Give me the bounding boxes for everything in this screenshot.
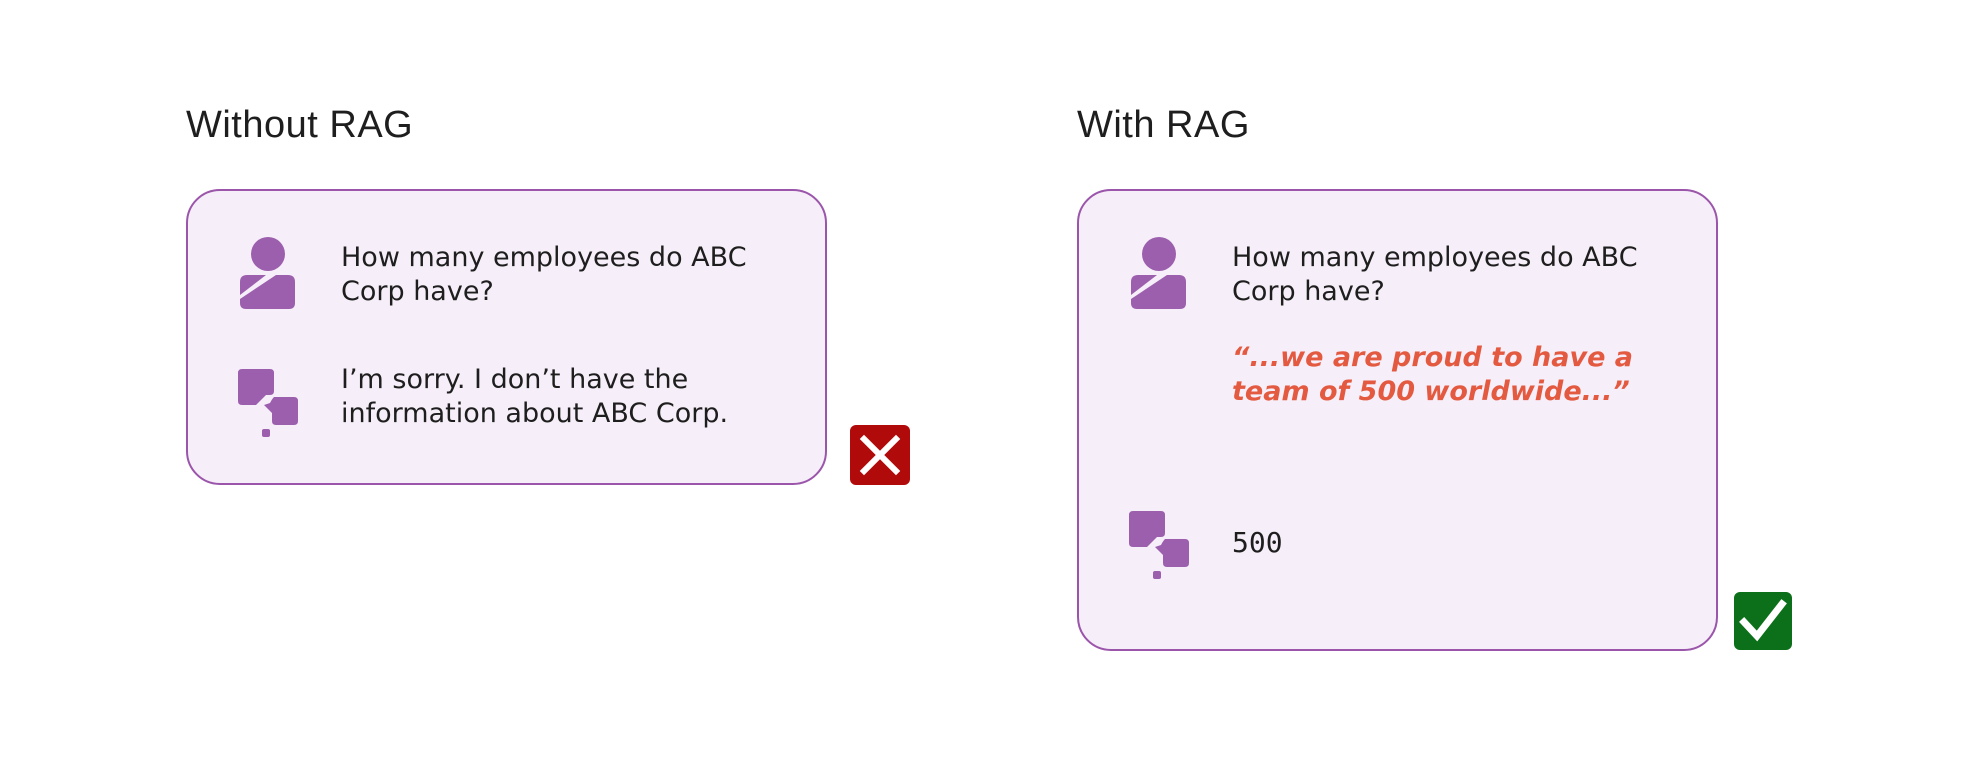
chat-bubble-icon (1129, 511, 1193, 587)
assistant-answer-text: 500 (1232, 526, 1283, 559)
without-rag-title: Without RAG (186, 104, 414, 146)
cross-mark-badge (850, 425, 910, 485)
retrieved-context-quote: “...we are proud to have a team of 500 w… (1232, 342, 1634, 407)
chat-bubble-icon (238, 369, 302, 445)
with-rag-title: With RAG (1077, 104, 1250, 146)
with-rag-card: How many employees do ABC Corp have? “..… (1077, 189, 1718, 651)
assistant-answer-text: I’m sorry. I don’t have the information … (341, 364, 729, 429)
check-mark-icon (1739, 599, 1787, 642)
user-question-text: How many employees do ABC Corp have? (341, 242, 747, 307)
user-icon (238, 237, 302, 313)
user-question-text: How many employees do ABC Corp have? (1232, 242, 1638, 307)
cross-mark-icon (859, 434, 901, 476)
user-icon (1129, 237, 1193, 313)
check-mark-badge (1734, 592, 1792, 650)
without-rag-card: How many employees do ABC Corp have? I’m… (186, 189, 827, 485)
